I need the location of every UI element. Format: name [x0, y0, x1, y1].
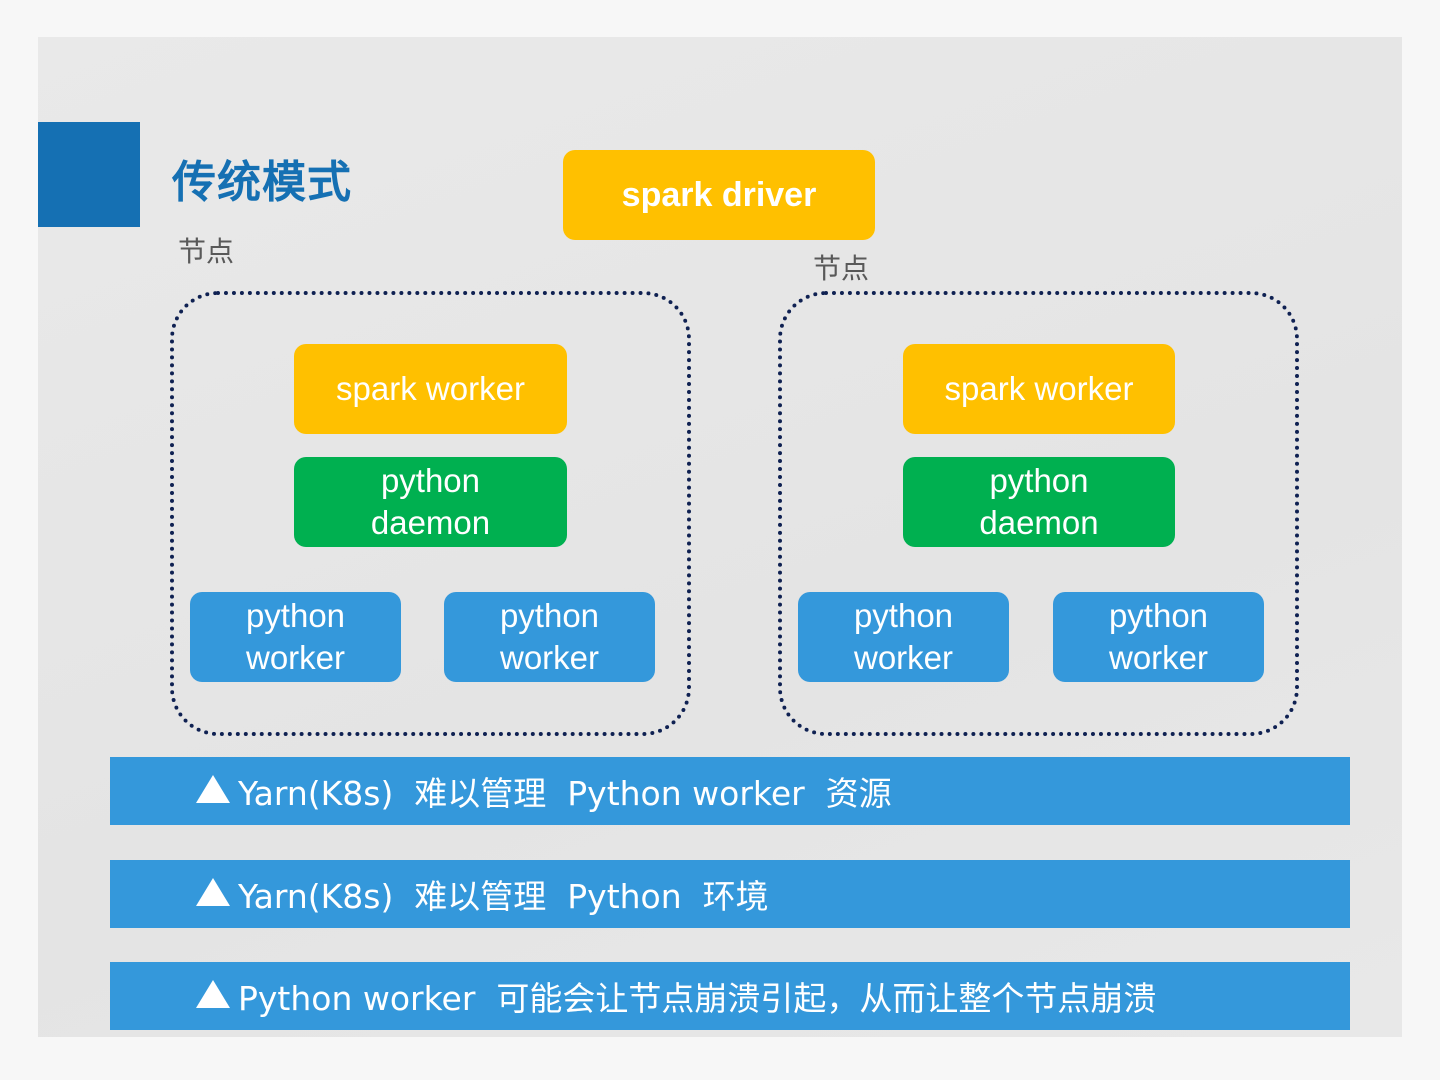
spark-driver-box: spark driver: [563, 150, 875, 240]
banner-text: Yarn(K8s) 难以管理 Python 环境: [238, 877, 769, 916]
banner-resource-issue: Yarn(K8s) 难以管理 Python worker 资源: [110, 757, 1350, 825]
title-accent-block: [38, 122, 140, 227]
python-daemon-box: python daemon: [294, 457, 567, 547]
triangle-up-icon: [196, 878, 230, 906]
node-container: [170, 291, 691, 736]
node-label: 节点: [178, 235, 235, 268]
python-daemon-box: python daemon: [903, 457, 1175, 547]
spark-worker-box: spark worker: [294, 344, 567, 434]
python-worker-box: python worker: [798, 592, 1009, 682]
node-container: [778, 291, 1299, 736]
python-worker-box: python worker: [444, 592, 655, 682]
python-worker-box: python worker: [190, 592, 401, 682]
triangle-up-icon: [196, 980, 230, 1008]
banner-crash-issue: Python worker 可能会让节点崩溃引起，从而让整个节点崩溃: [110, 962, 1350, 1030]
python-worker-box: python worker: [1053, 592, 1264, 682]
triangle-up-icon: [196, 775, 230, 803]
banner-env-issue: Yarn(K8s) 难以管理 Python 环境: [110, 860, 1350, 928]
slide-title: 传统模式: [172, 157, 352, 208]
node-label: 节点: [813, 252, 870, 285]
banner-text: Python worker 可能会让节点崩溃引起，从而让整个节点崩溃: [238, 979, 1157, 1018]
banner-text: Yarn(K8s) 难以管理 Python worker 资源: [238, 774, 892, 813]
spark-worker-box: spark worker: [903, 344, 1175, 434]
